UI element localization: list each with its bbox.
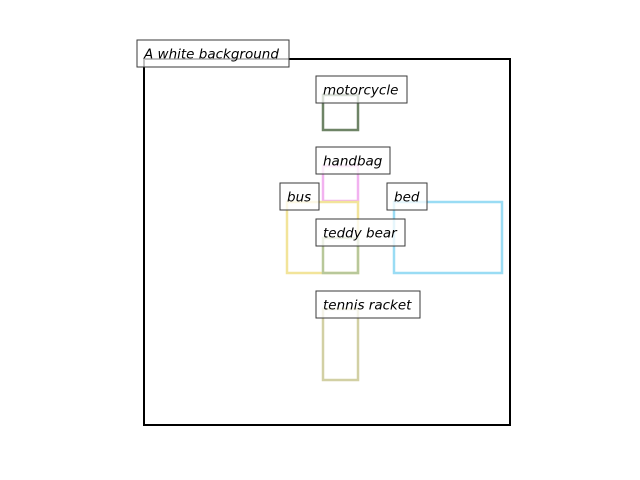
bed-label: bed bbox=[386, 182, 428, 211]
svg-text:A white background: A white background bbox=[143, 47, 279, 63]
bus-label: bus bbox=[279, 182, 320, 211]
tennis-racket-label: tennis racket bbox=[315, 290, 421, 319]
teddy-bear-label: teddy bear bbox=[315, 218, 406, 247]
svg-text:motorcycle: motorcycle bbox=[323, 83, 398, 99]
motorcycle-label: motorcycle bbox=[315, 75, 408, 104]
bed-box bbox=[392, 200, 504, 275]
handbag-label: handbag bbox=[315, 146, 391, 175]
scene-frame bbox=[143, 58, 511, 426]
svg-text:bus: bus bbox=[287, 190, 311, 206]
svg-text:teddy bear: teddy bear bbox=[323, 226, 398, 242]
svg-text:handbag: handbag bbox=[323, 154, 383, 170]
svg-text:tennis racket: tennis racket bbox=[323, 298, 412, 314]
tennis-racket-box bbox=[321, 307, 360, 382]
svg-text:bed: bed bbox=[394, 190, 420, 206]
caption-label: A white background bbox=[136, 39, 290, 68]
